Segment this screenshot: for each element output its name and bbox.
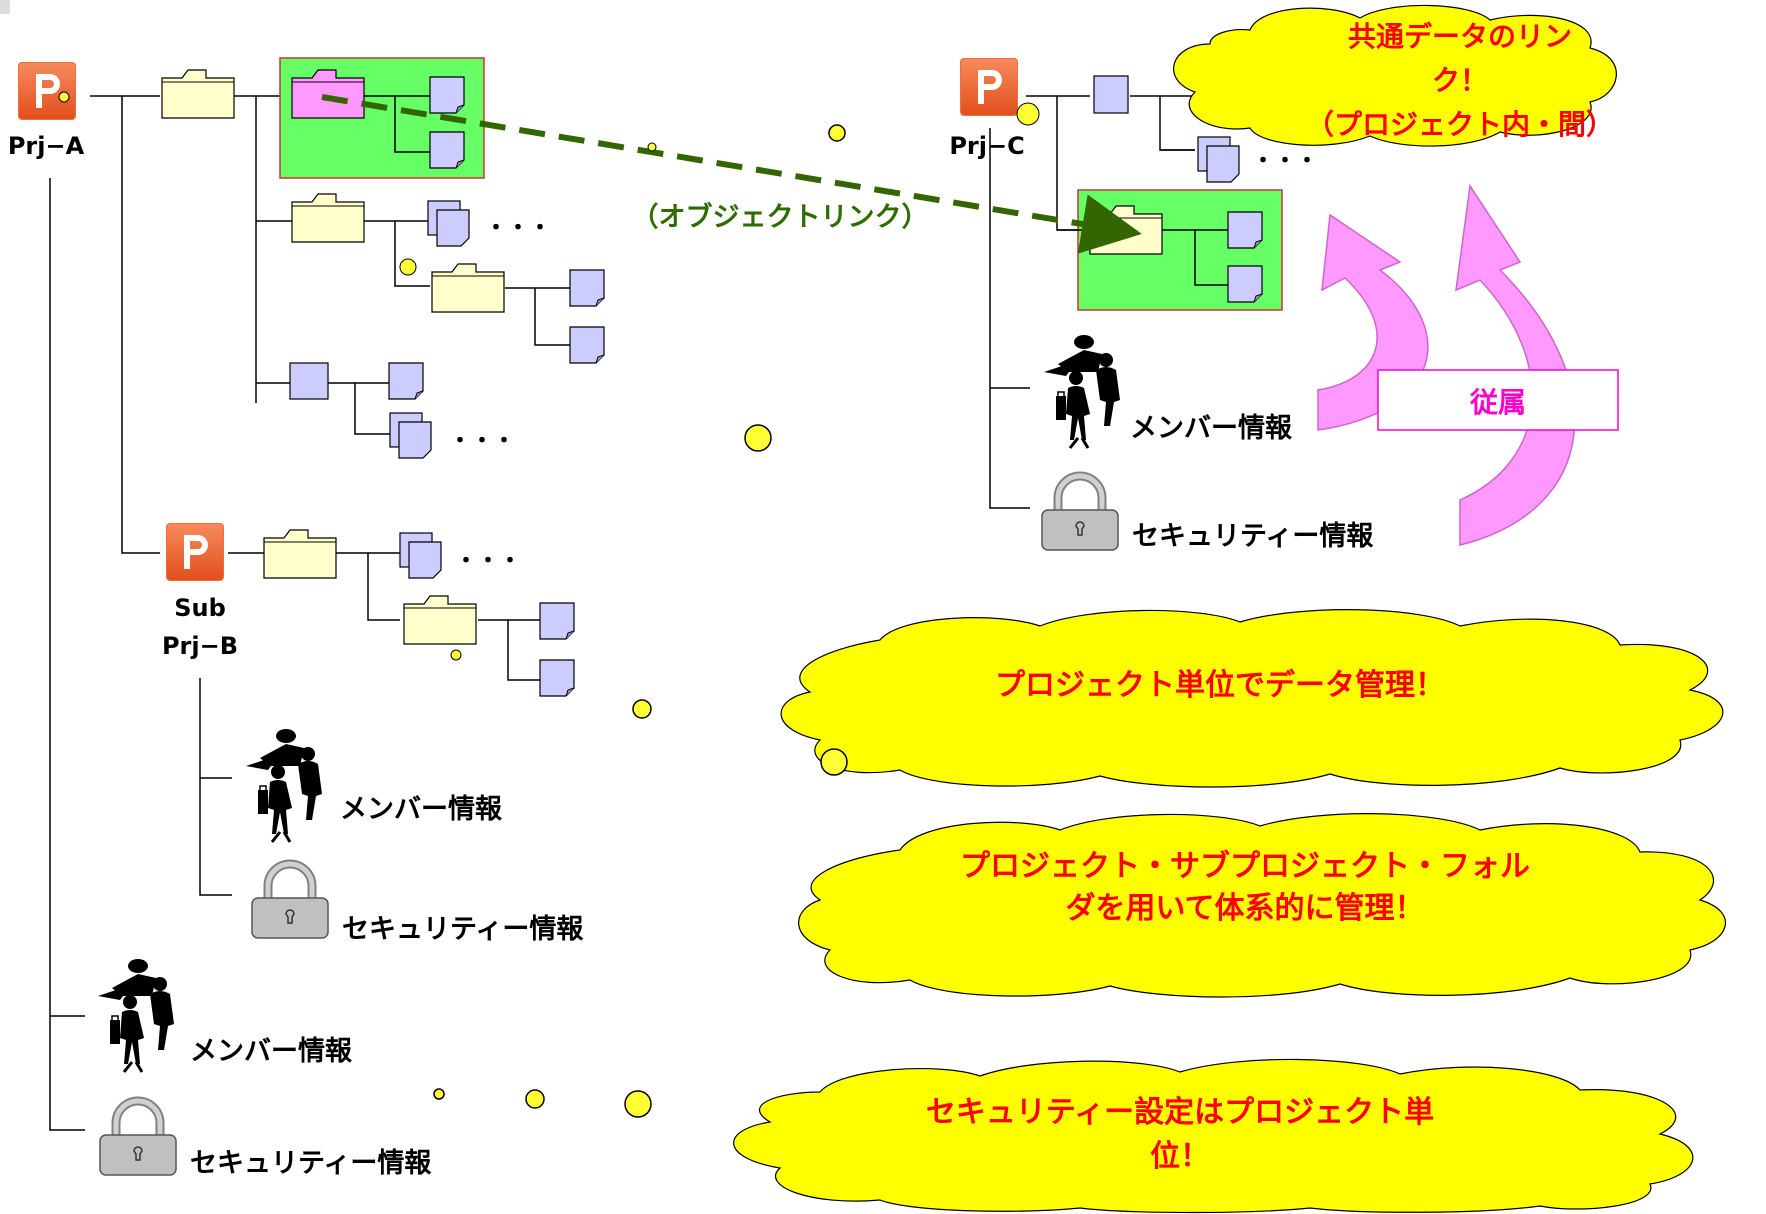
callout-security-unit: セキュリティー設定はプロジェクト単 位！ [733, 1058, 1694, 1214]
stacked-documents-icon[interactable] [427, 200, 470, 247]
document-icon[interactable] [1227, 211, 1263, 249]
people-silhouette-icon [244, 727, 324, 844]
folder-icon[interactable] [291, 193, 365, 243]
prj-a-label: Prj−A [8, 132, 85, 160]
folder-icon[interactable] [403, 595, 477, 645]
callout-text: 共通データのリン [1348, 20, 1572, 53]
people-silhouette-icon [96, 957, 176, 1074]
connection-dot [450, 649, 462, 661]
subordinate-label: 従属 [1469, 386, 1526, 419]
thought-bubble-dots [433, 124, 848, 1118]
callout-project-unit: プロジェクト単位でデータ管理！ [780, 609, 1724, 788]
corner-decoration [0, 0, 10, 14]
connection-dot [1016, 102, 1040, 126]
callout-text: プロジェクト・サブプロジェクト・フォル [960, 849, 1530, 884]
project-icon[interactable] [166, 523, 224, 581]
project-icon[interactable] [18, 62, 76, 120]
callout-common-link: 共通データのリン ク！ （プロジェクト内・間） [1173, 4, 1617, 147]
ellipsis: ・・・ [1252, 149, 1318, 174]
object-link-label: （オブジェクトリンク） [632, 201, 929, 233]
project-icon[interactable] [960, 58, 1018, 116]
document-icon[interactable] [388, 362, 424, 400]
padlock-icon [1042, 476, 1118, 550]
prj-b-label-line2: Prj−B [162, 632, 238, 660]
people-silhouette-icon [1042, 333, 1122, 450]
document-icon[interactable] [1093, 75, 1129, 114]
document-icon[interactable] [539, 602, 575, 640]
callout-text: ク！ [1432, 64, 1488, 97]
document-icon[interactable] [569, 326, 605, 364]
callout-text: セキュリティー設定はプロジェクト単 [926, 1095, 1434, 1130]
member-info-label: メンバー情報 [340, 794, 503, 825]
ellipsis: ・・・ [455, 549, 521, 574]
prj-c-label: Prj−C [949, 132, 1024, 160]
security-info-label: セキュリティー情報 [342, 914, 584, 945]
padlock-icon [100, 1101, 176, 1175]
document-icon[interactable] [429, 131, 465, 169]
document-icon[interactable] [569, 269, 605, 307]
stacked-documents-icon[interactable] [1197, 136, 1240, 183]
connection-dot [647, 142, 657, 152]
member-info-label: メンバー情報 [1130, 413, 1293, 444]
prj-c-tree [989, 95, 1195, 509]
security-info-label: セキュリティー情報 [1132, 521, 1374, 552]
prj-a-tree [49, 95, 570, 1131]
object-link-arrow [321, 94, 1142, 254]
callout-hierarchy: プロジェクト・サブプロジェクト・フォル ダを用いて体系的に管理！ [798, 813, 1727, 998]
connection-dot [58, 91, 70, 103]
prj-b-label-line1: Sub [174, 594, 226, 622]
stacked-documents-icon[interactable] [399, 532, 442, 579]
document-icon[interactable] [289, 362, 329, 400]
document-icon[interactable] [1227, 265, 1263, 303]
subordinate-label-box [1377, 369, 1619, 431]
subordinate-arrows [1317, 183, 1576, 546]
callout-text: （プロジェクト内・間） [1306, 108, 1614, 141]
ellipsis: ・・・ [485, 216, 551, 241]
member-info-label: メンバー情報 [190, 1036, 353, 1067]
folder-icon[interactable] [431, 263, 505, 313]
security-info-label: セキュリティー情報 [190, 1148, 432, 1179]
ellipsis: ・・・ [449, 429, 515, 454]
callout-text: プロジェクト単位でデータ管理！ [995, 668, 1445, 703]
highlight-connectors [363, 95, 430, 153]
document-icon[interactable] [429, 76, 465, 114]
padlock-icon [252, 864, 328, 938]
document-icon[interactable] [539, 659, 575, 697]
stacked-documents-icon[interactable] [389, 412, 432, 459]
folder-icon[interactable] [161, 69, 235, 119]
callout-text: 位！ [1150, 1139, 1210, 1174]
connection-dot [399, 258, 417, 276]
folder-icon[interactable] [263, 529, 337, 579]
callout-text: ダを用いて体系的に管理！ [1065, 891, 1424, 926]
